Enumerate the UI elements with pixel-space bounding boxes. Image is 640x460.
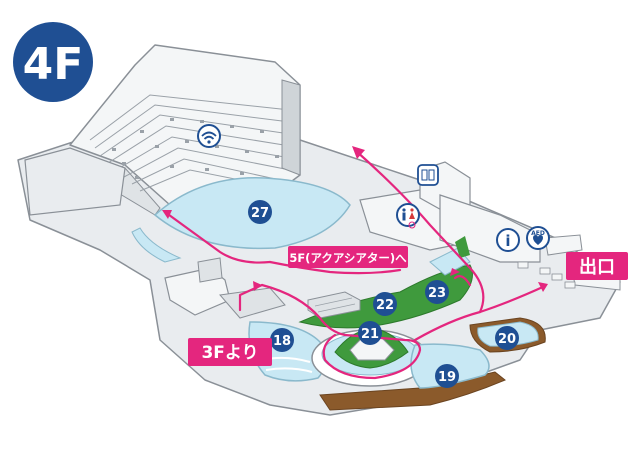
svg-text:i: i [505,232,510,250]
route-arrowheads [162,146,548,292]
theater-seating [24,44,301,216]
wifi-icon [197,124,221,148]
svg-text:19: 19 [438,370,456,385]
svg-text:出口: 出口 [579,256,615,278]
svg-text:4F: 4F [23,39,84,90]
zone-marker-22[interactable]: 22 [373,292,397,316]
from-3f-label[interactable]: 3Fより [188,338,272,366]
svg-text:3Fより: 3Fより [201,343,258,363]
zone-marker-27[interactable]: 27 [248,200,272,224]
stair-block [307,291,361,319]
locker-icon [417,164,439,186]
to-5f-label[interactable]: 5F(アクアシアター)へ [288,246,408,268]
svg-text:AED: AED [531,230,545,237]
svg-text:18: 18 [273,334,291,349]
svg-text:20: 20 [498,332,516,347]
zone-marker-20[interactable]: 20 [495,326,519,350]
zone-marker-19[interactable]: 19 [435,364,459,388]
svg-text:23: 23 [428,286,446,301]
exit-label[interactable]: 出口 [566,252,628,280]
svg-text:22: 22 [376,298,394,313]
svg-text:21: 21 [361,327,379,342]
left-structures [164,257,286,319]
svg-text:27: 27 [251,206,269,221]
restroom-icon [396,203,420,229]
aed-icon: AED [526,226,550,250]
zone-marker-23[interactable]: 23 [425,280,449,304]
info-icon: i [496,228,520,252]
zone-marker-18[interactable]: 18 [270,328,294,352]
floor-badge: 4F [13,22,93,102]
zone-marker-21[interactable]: 21 [358,321,382,345]
svg-text:5F(アクアシアター)へ: 5F(アクアシアター)へ [289,251,407,265]
